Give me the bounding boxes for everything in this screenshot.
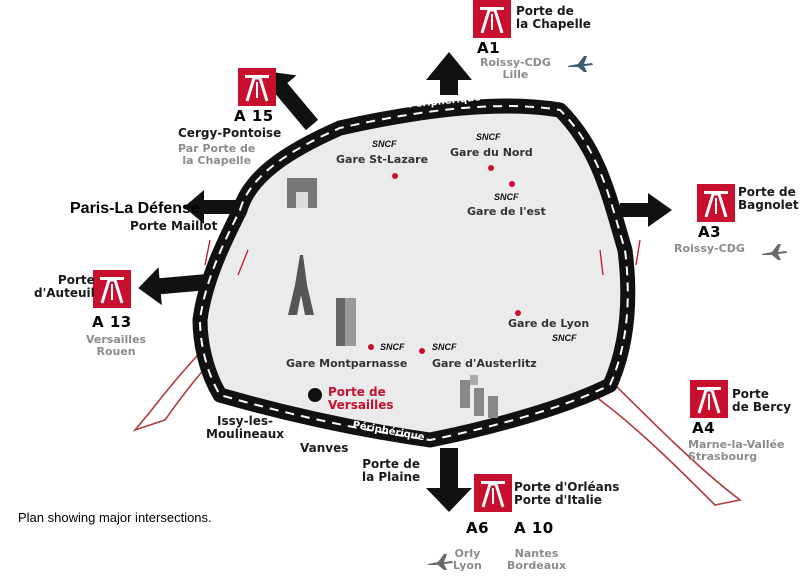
airplane-icon (760, 242, 788, 266)
exit-arrows (138, 52, 672, 512)
a6-motorway-icon (474, 474, 512, 512)
a15-via: Par Porte de la Chapelle (178, 142, 256, 168)
a13-porte-label: Porte d'Auteuil (34, 273, 95, 301)
defense-title: Paris-La Défense (70, 200, 200, 217)
a4-porte-label: Porte de Bercy (732, 387, 792, 415)
a15-destination: Cergy-Pontoise (178, 126, 282, 140)
issy-label: Issy-les- Moulineaux (206, 414, 285, 442)
a3-porte-label: Porte de Bagnolet (738, 185, 799, 213)
a4-road-label: A4 (692, 419, 716, 437)
a4-motorway-icon (690, 380, 728, 418)
a15-motorway-icon (238, 68, 276, 106)
gare-du-nord-label: Gare du Nord (450, 146, 533, 159)
station-dots (368, 165, 521, 354)
map-caption: Plan showing major intersections. (18, 510, 212, 525)
eiffel-tower-icon (288, 255, 314, 315)
a4-destination: Marne-la-Vallée Strasbourg (688, 438, 785, 464)
porte-versailles-label: Porte de Versailles (328, 385, 394, 413)
a6-road-label: A6 (466, 519, 490, 537)
porte-maillot-label: Porte Maillot (130, 219, 218, 233)
a13-motorway-icon (93, 270, 131, 308)
a15-road-label: A 15 (234, 107, 274, 125)
porte-plaine-label: Porte de la Plaine (362, 457, 421, 485)
direction-arrows (204, 239, 641, 276)
a3-destination: Roissy-CDG (674, 242, 745, 255)
gare-austerlitz-label: Gare d'Austerlitz (432, 357, 537, 370)
gare-st-lazare-label: Gare St-Lazare (336, 153, 429, 166)
sncf-logo: SNCF (380, 342, 405, 352)
sncf-logo: SNCF (476, 132, 501, 142)
arc-de-triomphe-icon (287, 178, 317, 208)
a1-motorway-icon (473, 0, 511, 38)
a3-motorway-icon (697, 184, 735, 222)
airplane-icon (566, 54, 594, 78)
sncf-logo: SNCF (432, 342, 457, 352)
a6-destination: Orly Lyon (453, 547, 482, 573)
vanves-label: Vanves (300, 441, 349, 455)
bercy-buildings-icon (460, 375, 498, 418)
a1-porte-label: Porte de la Chapelle (516, 4, 591, 32)
a13-road-label: A 13 (92, 313, 132, 331)
a1-road-label: A1 (477, 39, 501, 57)
a3-road-label: A3 (698, 223, 722, 241)
a6-porte-label: Porte d'Orléans Porte d'Italie (514, 480, 620, 508)
a10-road-label: A 10 (514, 519, 554, 537)
gare-montparnasse-label: Gare Montparnasse (286, 357, 408, 370)
sncf-logo: SNCF (494, 192, 519, 202)
a10-destination: Nantes Bordeaux (507, 547, 567, 573)
a13-destination: Versailles Rouen (86, 333, 147, 359)
gare-de-lest-label: Gare de l'est (467, 205, 546, 218)
sncf-logo: SNCF (552, 333, 577, 343)
porte-versailles-dot (308, 388, 322, 402)
peripherique-ring-dashes (198, 105, 629, 442)
airplane-icon (426, 552, 454, 576)
montparnasse-tower-icon (336, 298, 356, 346)
a1-destination: Roissy-CDG Lille (480, 56, 551, 82)
gare-de-lyon-label: Gare de Lyon (508, 317, 590, 330)
sncf-logo: SNCF (372, 139, 397, 149)
